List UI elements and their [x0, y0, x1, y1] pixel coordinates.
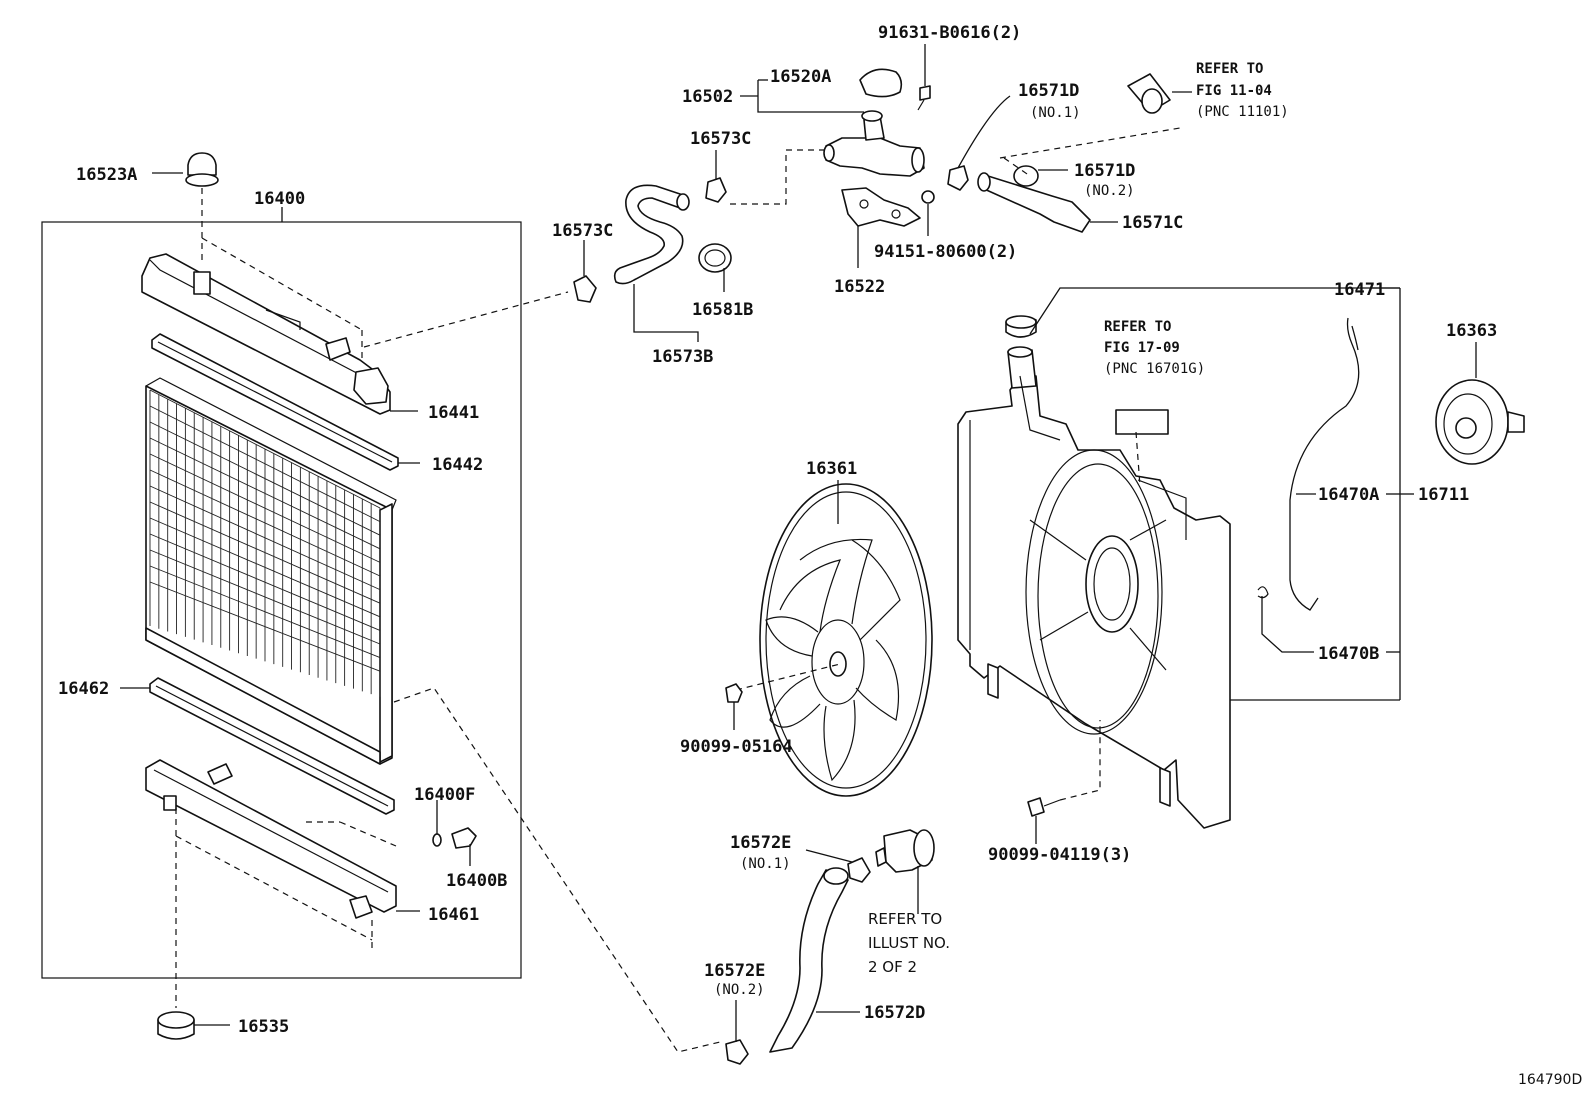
core-tube-line	[149, 549, 381, 645]
core-tube-line	[149, 581, 381, 672]
lower-hose-pipe-part	[875, 829, 935, 873]
label-16571d-no1-note: (NO.1)	[1030, 105, 1081, 121]
core-tube-line	[149, 453, 381, 563]
label-16462: 16462	[58, 679, 109, 699]
label-16572e-no1: 16572E	[730, 833, 791, 853]
cooling-fan-part	[759, 483, 933, 797]
shroud-bolt-part	[1027, 797, 1061, 817]
drain-plug-part	[432, 827, 477, 849]
wire-harness-part	[1289, 317, 1360, 611]
label-16502: 16502	[682, 87, 733, 107]
core-tube-line	[149, 533, 381, 631]
outlet-bracket-part	[841, 187, 921, 227]
refer3-line1: REFER TO	[868, 910, 942, 928]
label-16573b: 16573B	[652, 347, 713, 367]
refer3-line2: ILLUST NO.	[868, 934, 950, 952]
fan-shroud-part	[957, 346, 1231, 829]
refer2-line2: FIG 17-09	[1104, 340, 1180, 356]
core-tube-line	[149, 437, 381, 550]
water-outlet-cap-part	[859, 68, 903, 98]
label-90099-05164: 90099-05164	[680, 737, 793, 757]
core-tube-line	[149, 469, 381, 577]
label-16535: 16535	[238, 1017, 289, 1037]
refer1-line1: REFER TO	[1196, 61, 1263, 77]
engine-pipe-ref-part	[1127, 73, 1171, 114]
lower-hose-clamp-no1-part	[847, 857, 871, 883]
fan-nut-part	[725, 683, 743, 703]
label-16520a: 16520A	[770, 67, 831, 87]
hose-clamp-part	[573, 275, 597, 303]
refer1-line3: (PNC 11101)	[1196, 104, 1289, 120]
bolt-91631-part	[917, 85, 931, 111]
label-16522: 16522	[834, 277, 885, 297]
harness-clip-part	[1257, 586, 1269, 599]
core-tube-line	[149, 565, 381, 659]
label-16571d-no1: 16571D	[1018, 81, 1079, 101]
label-16471: 16471	[1334, 280, 1385, 300]
label-16400: 16400	[254, 189, 305, 209]
label-16573c-top: 16573C	[690, 129, 751, 149]
lower-tank-part	[145, 759, 397, 919]
radiator-core-part	[145, 377, 397, 765]
label-16400b: 16400B	[446, 871, 507, 891]
label-90099-04119: 90099-04119(3)	[988, 845, 1131, 865]
label-16441: 16441	[428, 403, 479, 423]
core-tube-line	[149, 501, 381, 604]
label-16572e-no2-note: (NO.2)	[714, 982, 765, 998]
upper-tank-part	[141, 253, 391, 415]
label-16470a: 16470A	[1318, 485, 1379, 505]
label-16711: 16711	[1418, 485, 1469, 505]
core-tube-line	[149, 421, 381, 536]
label-16571d-no2-note: (NO.2)	[1084, 183, 1135, 199]
label-16572d: 16572D	[864, 1003, 925, 1023]
core-tube-line	[149, 405, 381, 523]
diagram-id: 164790D	[1518, 1072, 1582, 1088]
nut-94151-part	[921, 190, 935, 204]
radiator-inlet-hose-part	[977, 172, 1091, 233]
label-16363: 16363	[1446, 321, 1497, 341]
refer2-line3: (PNC 16701G)	[1104, 361, 1205, 377]
label-16470b: 16470B	[1318, 644, 1379, 664]
upper-gasket-part	[151, 333, 399, 471]
refer2-line1: REFER TO	[1104, 319, 1171, 335]
label-16523a: 16523A	[76, 165, 137, 185]
hose-clamp-16573c-top-part	[705, 177, 727, 203]
label-16572e-no2: 16572E	[704, 961, 765, 981]
label-16581b: 16581B	[692, 300, 753, 320]
label-16361: 16361	[806, 459, 857, 479]
lower-hose-clamp-no2-part	[725, 1039, 749, 1065]
refer3-line3: 2 OF 2	[868, 958, 917, 976]
label-16400f: 16400F	[414, 785, 475, 805]
hose-clamp-16581b-part	[698, 243, 732, 273]
label-16573c-left: 16573C	[552, 221, 613, 241]
refer1-line2: FIG 11-04	[1196, 83, 1272, 99]
water-outlet-part	[823, 110, 925, 177]
label-91631: 91631-B0616(2)	[878, 23, 1021, 43]
hose-clamp-16571d-no2-part	[1013, 165, 1039, 187]
lower-hose-part	[769, 867, 849, 1053]
upper-hose-part	[613, 184, 690, 285]
label-16571c: 16571C	[1122, 213, 1183, 233]
hose-clamp-16571d-no1-part	[947, 165, 969, 191]
core-tube-line	[149, 389, 381, 509]
fan-motor-part	[1435, 379, 1525, 465]
label-16442: 16442	[432, 455, 483, 475]
radiator-cap-part	[185, 152, 219, 187]
lower-cushion-part	[157, 1011, 195, 1040]
label-94151: 94151-80600(2)	[874, 242, 1017, 262]
label-16461: 16461	[428, 905, 479, 925]
label-16572e-no1-note: (NO.1)	[740, 856, 791, 872]
core-tube-line	[149, 485, 381, 591]
core-tube-line	[149, 517, 381, 618]
label-16571d-no2: 16571D	[1074, 161, 1135, 181]
reservoir-cap-part	[1005, 315, 1037, 338]
lower-gasket-part	[149, 677, 395, 815]
